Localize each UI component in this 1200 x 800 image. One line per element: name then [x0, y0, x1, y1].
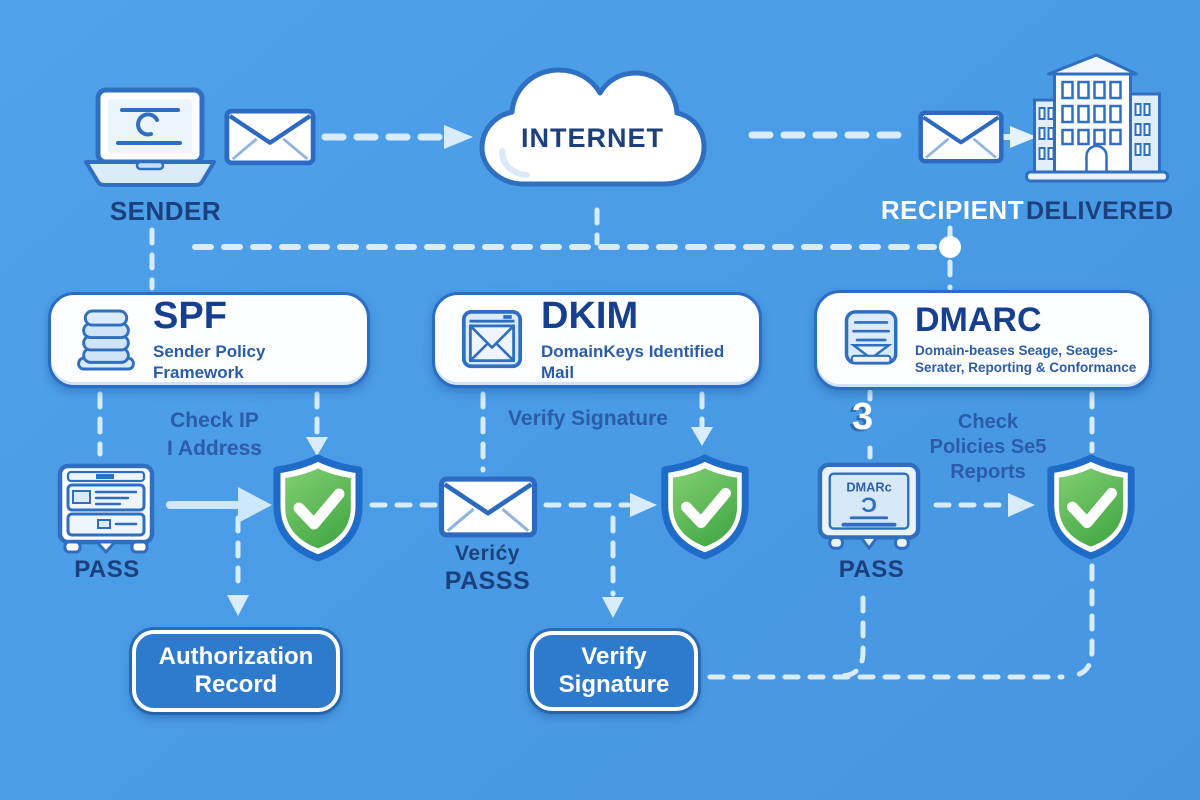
dkim-column-lines [480, 391, 705, 597]
recipient-label: RECIPIENT [880, 195, 1025, 225]
dkim-mail-icon [461, 309, 523, 369]
dmarc-subtitle-line2: Serater, Reporting & Conformance [915, 359, 1137, 375]
dmarc-pass-shield-icon [1042, 454, 1140, 560]
spf-check-note: Check IP I Address [167, 409, 262, 461]
dkim-box: DKIM DomainKeys Identified Mail [432, 292, 762, 388]
dkim-pass-shield-icon [656, 454, 754, 560]
internet-label: INTERNET [521, 123, 664, 153]
outgoing-mail-icon [224, 108, 316, 166]
dmarc-pass-label: PASS [838, 556, 905, 583]
incoming-mail-icon [918, 110, 1004, 164]
laptop-icon [84, 87, 216, 187]
spf-column-lines [97, 391, 453, 595]
dmarc-check-note: Check Policies Se5 Reports [929, 411, 1047, 483]
spf-title: SPF [153, 294, 227, 337]
spf-subtitle: Sender Policy Framework [153, 341, 266, 382]
dkim-mail-check-icon [438, 476, 538, 538]
dmarc-box: DMARC Domain-beases Seage, Seages- Serat… [814, 290, 1152, 390]
distribution-lines [149, 207, 953, 291]
top-flow-lines [321, 125, 1037, 149]
dmarc-record-card-icon: DMARc Ɔ [817, 462, 921, 550]
building-icon [1025, 53, 1169, 183]
internet-cloud-icon [479, 67, 707, 187]
verify-signature-button: Verify Signature [530, 631, 698, 711]
dkim-subtitle: DomainKeys Identified Mail [541, 341, 725, 382]
dkim-verify-note: Verify Signature [508, 407, 668, 430]
dmarc-column-lines [707, 389, 1095, 680]
spf-box: SPF Sender Policy Framework [48, 292, 370, 388]
dmarc-title: DMARC [915, 301, 1042, 340]
dkim-title: DKIM [541, 294, 639, 337]
dkim-result-label: Verićy PASSS [444, 542, 531, 596]
spf-pass-shield-icon [268, 454, 368, 562]
dmarc-card-glyph: Ɔ [861, 492, 877, 517]
recipient-junction-dot [939, 236, 961, 258]
delivered-label: DELIVERED [1026, 197, 1174, 225]
authorization-record-button: Authorization Record [132, 630, 340, 712]
dmarc-report-icon [844, 310, 898, 365]
sender-label: SENDER [109, 196, 222, 226]
dmarc-card-text: DMARc [846, 479, 891, 494]
dmarc-subtitle-line1: Domain-beases Seage, Seages- [915, 342, 1118, 358]
spf-database-icon [77, 309, 135, 371]
spf-pass-label: PASS [74, 556, 140, 583]
dmarc-step-number: 3 [852, 396, 874, 438]
spf-server-icon [57, 463, 155, 554]
